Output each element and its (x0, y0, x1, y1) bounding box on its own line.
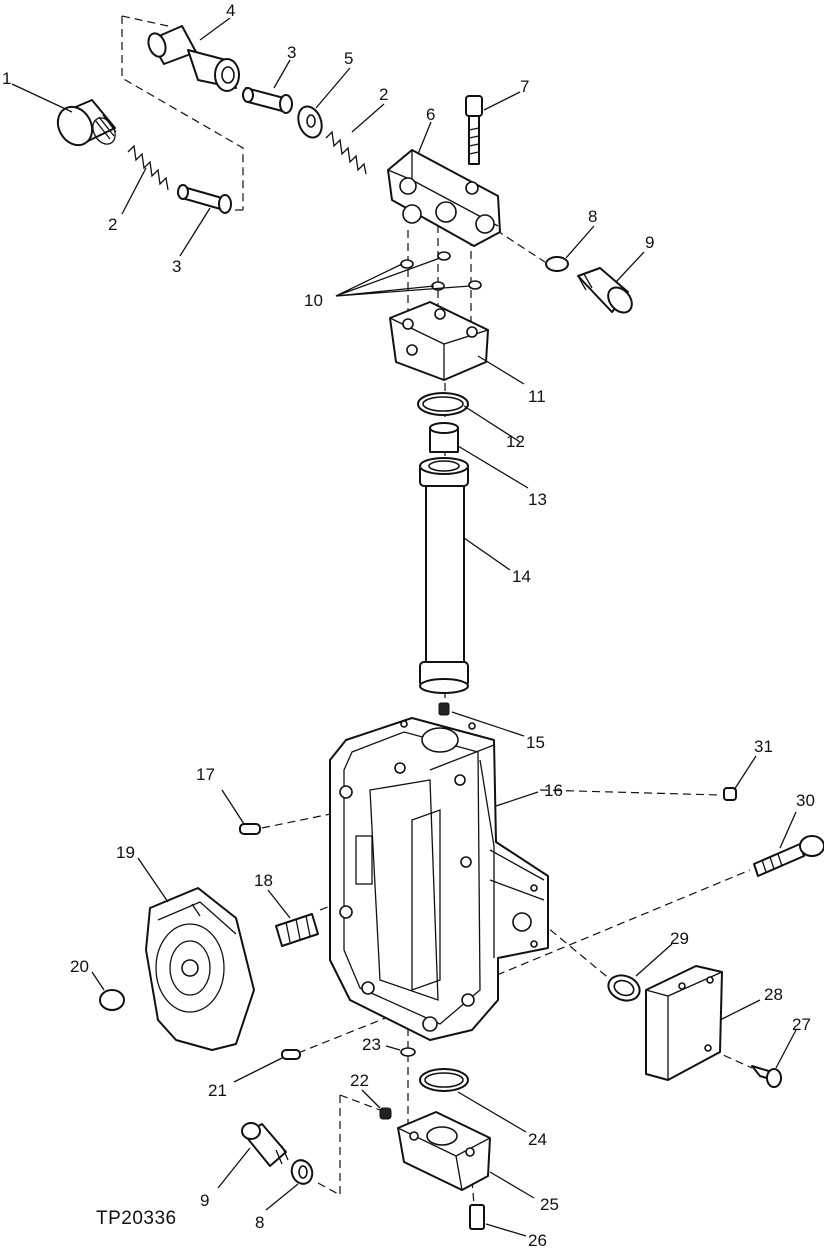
callout-23: 23 (362, 1035, 381, 1054)
callout-13: 13 (528, 490, 547, 509)
part-29-o-ring (607, 974, 641, 1002)
callout-5: 5 (344, 49, 353, 68)
part-20-cap (99, 989, 125, 1011)
callout-2: 2 (379, 85, 388, 104)
callout-1: 1 (2, 69, 11, 88)
part-16-housing (329, 717, 549, 1041)
callout-15: 15 (526, 733, 545, 752)
leader-lines (11, 17, 797, 1237)
part-21-pin (281, 1049, 301, 1060)
part-8-washer-lower (290, 1159, 314, 1185)
part-26-bolt (469, 1204, 485, 1230)
callout-22: 22 (350, 1071, 369, 1090)
part-2-spring-right (325, 130, 367, 175)
part-15-small-plug (438, 702, 450, 716)
part-19-valve-plate (145, 887, 255, 1051)
callout-3: 3 (287, 43, 296, 62)
part-11-cover (389, 301, 489, 381)
callout-26: 26 (528, 1231, 547, 1249)
callout-10: 10 (304, 291, 323, 310)
part-1-plug (56, 99, 117, 147)
part-6-valve-body (387, 149, 501, 247)
part-9-fitting-upper (577, 267, 633, 314)
part-17-pin (239, 823, 261, 835)
callout-11: 11 (528, 387, 546, 406)
part-8-o-ring-upper (545, 256, 569, 272)
callout-6: 6 (426, 105, 435, 124)
callout-8: 8 (255, 1213, 264, 1232)
part-7-bolt (465, 95, 483, 165)
callout-24: 24 (528, 1130, 547, 1149)
callout-20: 20 (70, 957, 89, 976)
part-22-plug (379, 1107, 392, 1120)
part-3-piston-lower (177, 184, 232, 214)
callout-2: 2 (108, 215, 117, 234)
callout-27: 27 (792, 1015, 811, 1034)
part-13-sleeve (429, 422, 459, 453)
part-2-spring-left (127, 144, 169, 191)
part-3-piston-upper (242, 87, 293, 114)
figure-code: TP20336 (96, 1208, 177, 1229)
callout-4: 4 (226, 1, 235, 20)
callout-7: 7 (520, 77, 529, 96)
part-12-seal-ring (417, 392, 469, 416)
part-4-valve (147, 25, 240, 92)
callout-18: 18 (254, 871, 273, 890)
part-18-spring-pin (275, 913, 319, 947)
part-10-dowels (400, 251, 482, 291)
part-23-dowel (400, 1047, 416, 1057)
part-30-bolt (753, 835, 824, 877)
callout-25: 25 (540, 1195, 559, 1214)
part-31-plug (723, 787, 737, 801)
part-27-screw (751, 1065, 782, 1088)
callout-9: 9 (645, 233, 654, 252)
callout-3: 3 (172, 257, 181, 276)
part-5-washer (297, 105, 323, 139)
callout-17: 17 (196, 765, 215, 784)
callout-29: 29 (670, 929, 689, 948)
part-14-tube (419, 457, 469, 694)
part-25-bottom-cover (397, 1111, 491, 1191)
callout-8: 8 (588, 207, 597, 226)
part-24-seal-ring (419, 1068, 469, 1092)
callout-28: 28 (764, 985, 783, 1004)
callout-19: 19 (116, 843, 135, 862)
callout-30: 30 (796, 791, 815, 810)
callout-9: 9 (200, 1191, 209, 1210)
callout-31: 31 (754, 737, 773, 756)
part-28-plate (645, 965, 723, 1081)
callout-12: 12 (506, 432, 525, 451)
callout-16: 16 (544, 781, 563, 800)
callout-14: 14 (512, 567, 531, 586)
part-9-fitting-lower (241, 1122, 289, 1167)
callout-21: 21 (208, 1081, 227, 1100)
